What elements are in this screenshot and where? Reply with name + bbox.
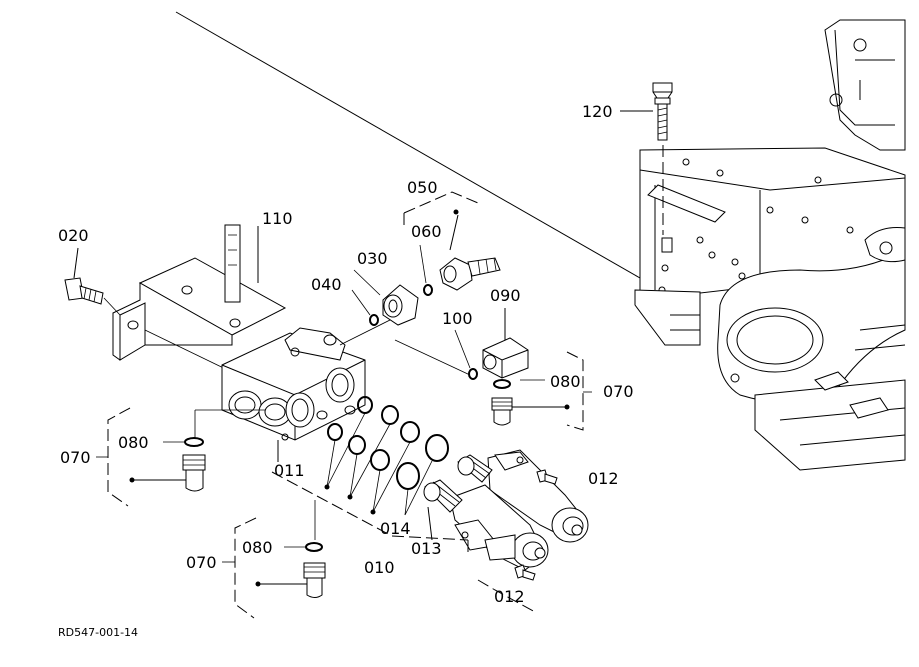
o-ring-icon	[306, 543, 322, 551]
callout-110: 110	[262, 209, 293, 228]
o-ring-icon	[185, 438, 203, 446]
callout-100: 100	[442, 309, 473, 328]
callout-080-left: 080	[118, 433, 149, 452]
fitting-icon	[483, 338, 528, 378]
callout-014: 014	[380, 519, 411, 538]
o-ring-icon	[424, 285, 432, 295]
drawing-code: RD547-001-14	[58, 626, 138, 639]
fitting-icon	[383, 285, 418, 325]
bolt-icon	[653, 83, 672, 140]
callout-070-bottom: 070	[186, 553, 217, 572]
fitting-icon	[492, 398, 512, 425]
fitting-icon	[183, 455, 205, 491]
callout-030: 030	[357, 249, 388, 268]
callout-013: 013	[411, 539, 442, 558]
callout-080-right: 080	[550, 372, 581, 391]
callout-012-right: 012	[588, 469, 619, 488]
callout-080-bottom: 080	[242, 538, 273, 557]
callout-060: 060	[411, 222, 442, 241]
reference-line	[176, 12, 640, 278]
callout-070-right: 070	[603, 382, 634, 401]
callout-010: 010	[364, 558, 395, 577]
valve-body-icon	[222, 328, 365, 440]
o-ring-icon	[370, 315, 378, 325]
bracket-icon	[113, 225, 285, 360]
frame-icon	[635, 20, 905, 470]
callout-020: 020	[58, 226, 89, 245]
callout-012-bottom: 012	[494, 587, 525, 606]
callout-040: 040	[311, 275, 342, 294]
o-ring-icon	[469, 369, 477, 379]
callout-070-left: 070	[60, 448, 91, 467]
bolt-icon	[65, 278, 103, 304]
o-ring-icon	[494, 380, 510, 388]
callout-090: 090	[490, 286, 521, 305]
fitting-icon	[304, 563, 325, 598]
callout-011: 011	[274, 461, 305, 480]
callout-050: 050	[407, 178, 438, 197]
callout-120: 120	[582, 102, 613, 121]
